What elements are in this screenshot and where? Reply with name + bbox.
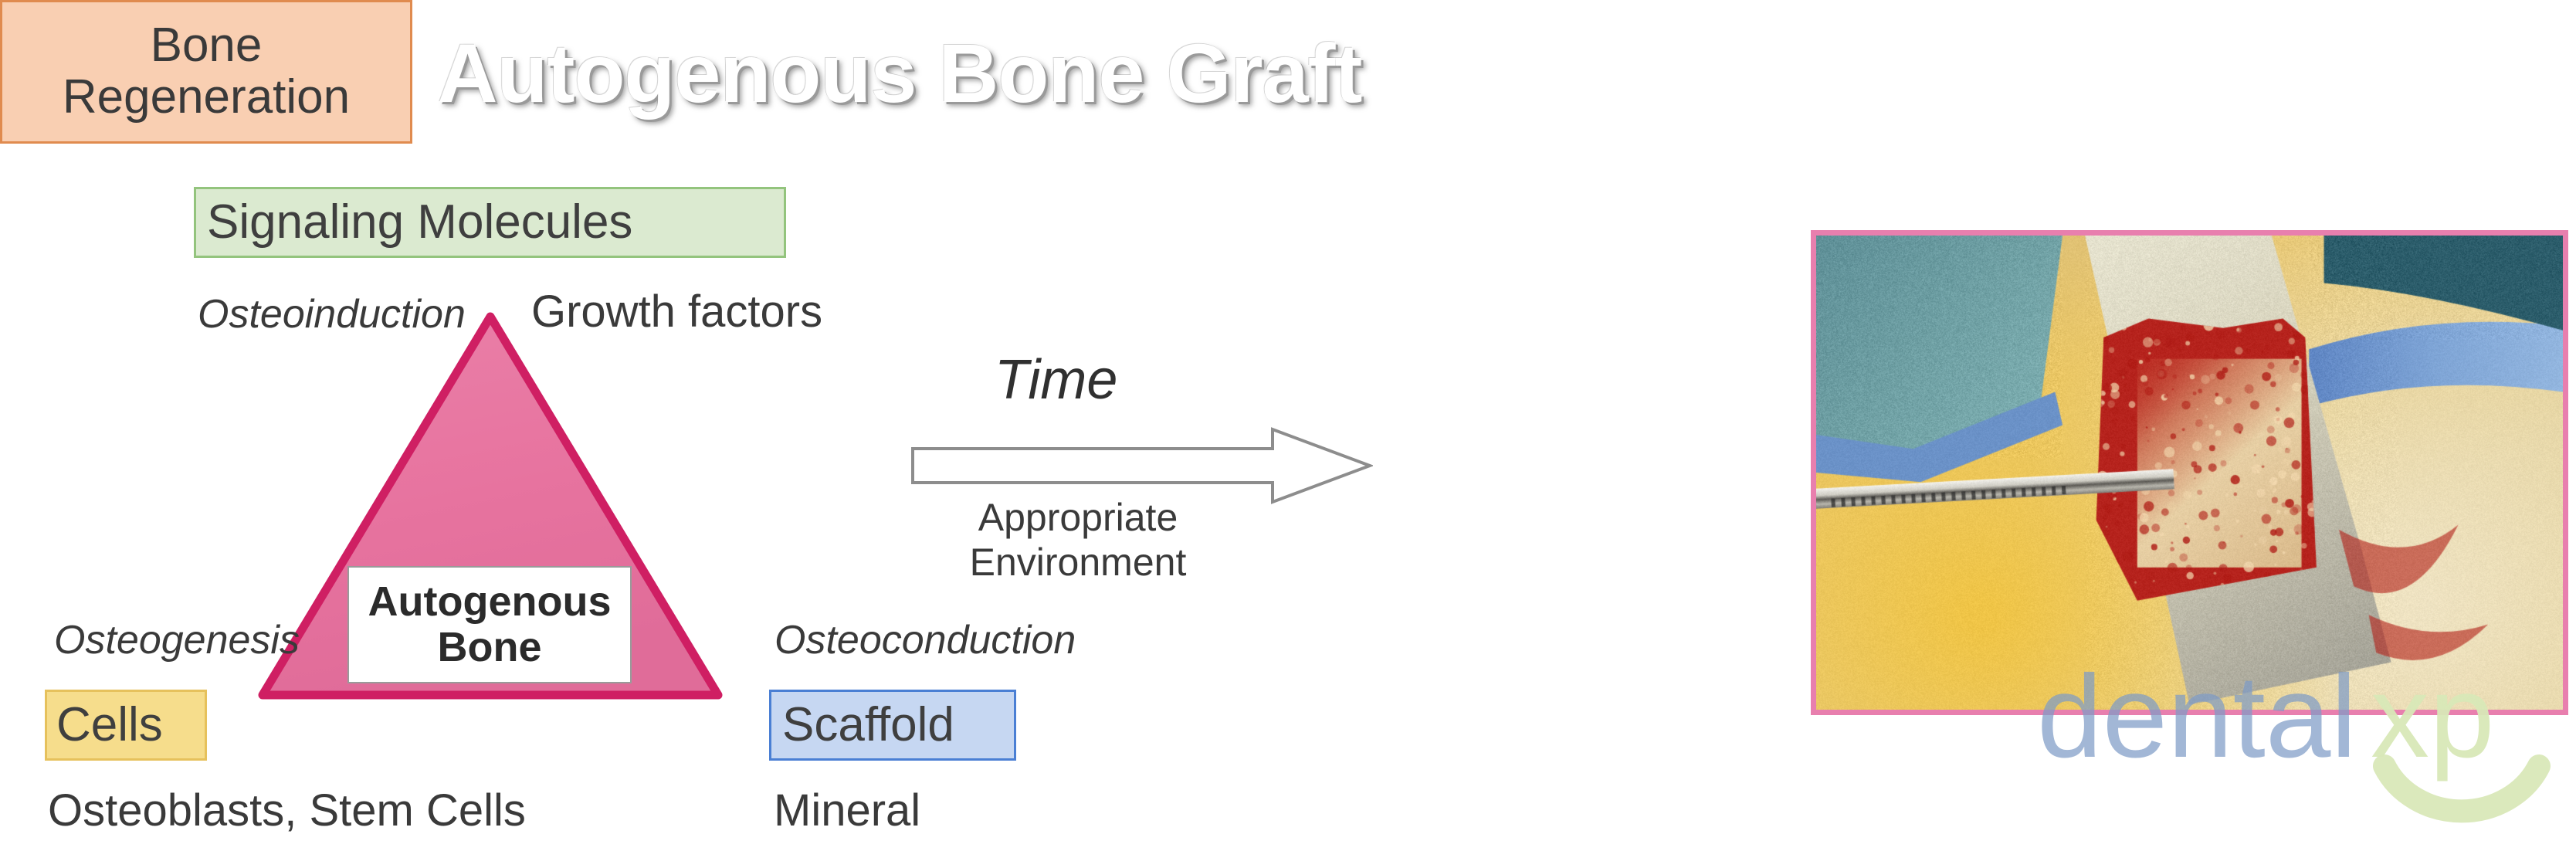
- surgical-bone-graft-photo: [1816, 236, 2563, 710]
- appropriate-environment-line1: Appropriate: [978, 496, 1178, 539]
- scaffold-label: Scaffold: [782, 701, 954, 749]
- signaling-molecules-label: Signaling Molecules: [207, 198, 632, 246]
- osteogenesis-label: Osteogenesis: [54, 618, 300, 663]
- cells-box[interactable]: Cells: [45, 690, 207, 761]
- cells-label: Cells: [56, 701, 163, 749]
- bone-graft-triangle: Autogenous Bone: [255, 309, 726, 707]
- osteoblasts-stem-cells-label: Osteoblasts, Stem Cells: [48, 786, 526, 836]
- appropriate-environment-label: Appropriate Environment: [966, 495, 1190, 585]
- osteoconduction-label: Osteoconduction: [774, 618, 1076, 663]
- autogenous-bone-line1: Autogenous: [368, 579, 612, 625]
- scaffold-box[interactable]: Scaffold: [769, 690, 1016, 761]
- watermark-swoosh-icon: [2384, 766, 2539, 811]
- signaling-molecules-box[interactable]: Signaling Molecules: [194, 187, 786, 258]
- mineral-label: Mineral: [774, 786, 920, 836]
- autogenous-bone-line2: Bone: [438, 625, 542, 670]
- autogenous-bone-center-box: Autogenous Bone: [347, 566, 632, 683]
- page-title: Autogenous Bone Graft: [0, 29, 1799, 117]
- appropriate-environment-line2: Environment: [970, 541, 1187, 584]
- time-label: Time: [995, 349, 1117, 412]
- surgical-photo-frame[interactable]: [1811, 230, 2568, 715]
